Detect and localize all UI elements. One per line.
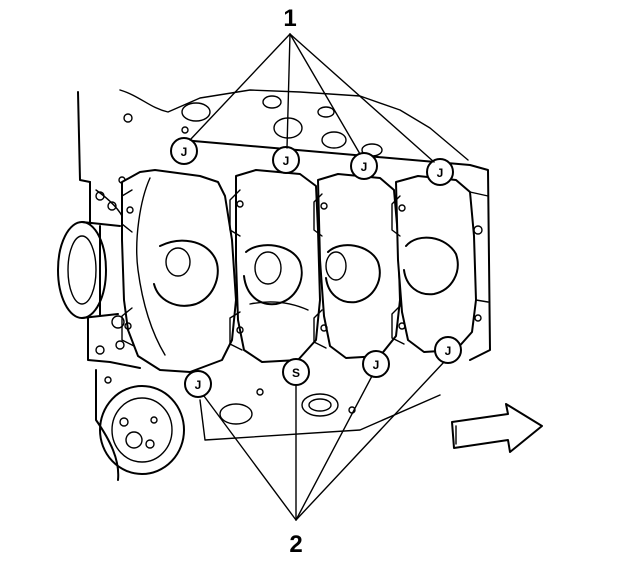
bearing-marker: J	[184, 370, 212, 398]
bearing-marker: J	[272, 146, 300, 174]
callout-1-leaders	[189, 33, 435, 163]
svg-text:S: S	[292, 366, 300, 380]
callout-1-label: 1	[283, 5, 296, 32]
rear-crank-flange	[57, 221, 121, 319]
svg-text:J: J	[361, 160, 368, 174]
svg-text:J: J	[283, 154, 290, 168]
main-bearing-bulkheads	[121, 169, 489, 373]
crank-pulley	[99, 385, 185, 475]
bearing-markers-top: J J J J	[170, 137, 454, 186]
svg-text:J: J	[195, 378, 202, 392]
svg-text:J: J	[181, 145, 188, 159]
bearing-marker: J	[434, 336, 462, 364]
svg-text:J: J	[437, 166, 444, 180]
bearing-marker: S	[282, 358, 310, 386]
bearing-marker: J	[350, 152, 378, 180]
svg-text:J: J	[445, 344, 452, 358]
callout-2-leaders	[203, 361, 445, 521]
bearing-marker: J	[170, 137, 198, 165]
bearing-marker: J	[426, 158, 454, 186]
svg-text:J: J	[373, 358, 380, 372]
arrow-right-icon	[451, 403, 543, 453]
callout-2-label: 2	[289, 531, 302, 558]
bearing-marker: J	[362, 350, 390, 378]
